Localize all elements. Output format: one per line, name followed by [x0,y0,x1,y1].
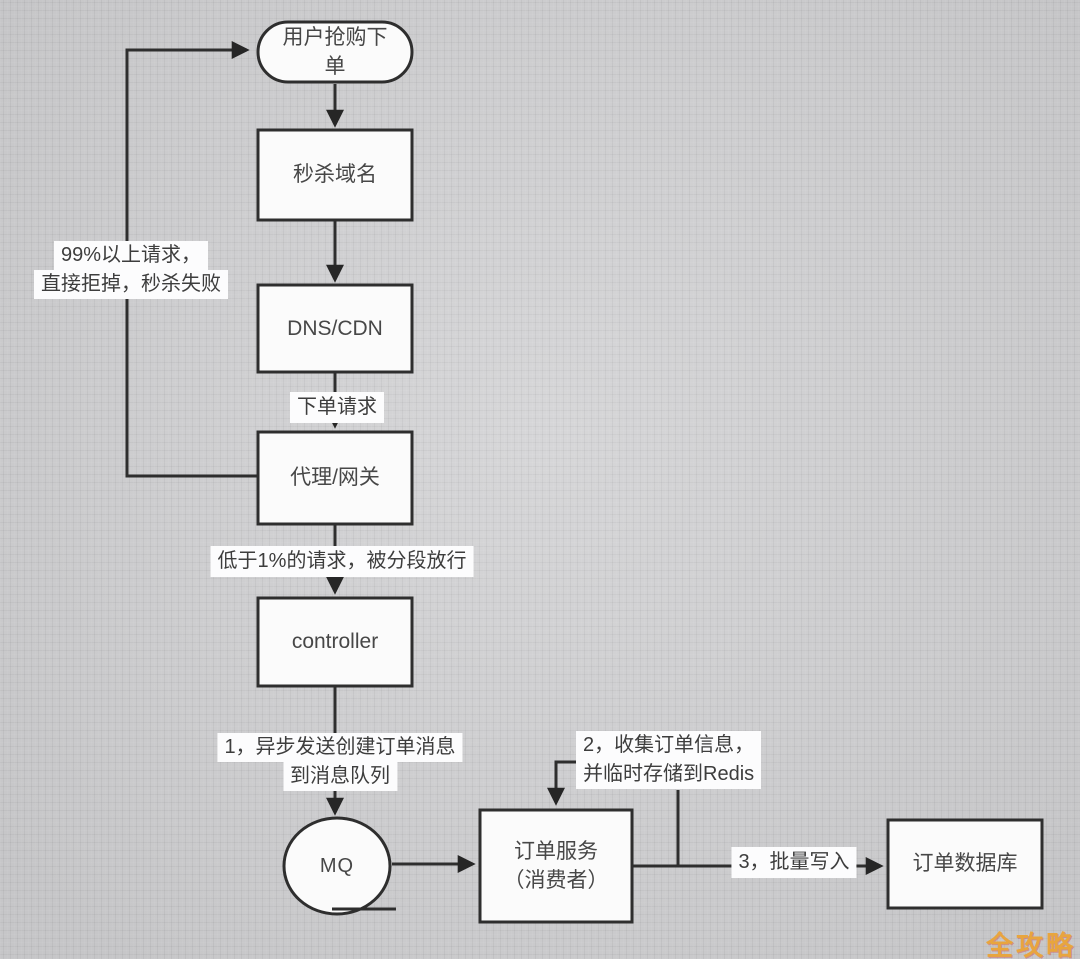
node-order-service-label-line1: 订单服务 [514,839,598,863]
node-proxy-gateway-shape [256,430,414,526]
node-mq: MQ [285,818,389,914]
edge-label-step1-line1: 1，异步发送创建订单消息 [217,733,463,762]
edge-label-reject-line1: 99%以上请求， [53,241,209,270]
edge-label-reject-line2: 直接拒掉，秒杀失败 [34,270,228,299]
node-dns-cdn-label: DNS/CDN [287,316,383,340]
edge-label-step1: 1，异步发送创建订单消息 到消息队列 [217,733,463,791]
node-mq-shape [282,816,392,916]
node-seckill-domain-label: 秒杀域名 [293,163,377,187]
edge-label-reject: 99%以上请求， 直接拒掉，秒杀失败 [34,241,228,299]
node-controller-label: controller [291,630,379,654]
edge-step2-into-service [547,760,580,806]
edge-label-step2: 2，收集订单信息， 并临时存储到Redis [576,731,762,789]
node-controller: controller [258,598,412,686]
node-dns-cdn: DNS/CDN [258,285,412,372]
node-mq-label: MQ [319,855,355,877]
edge-label-step3: 3，批量写入 [731,847,857,878]
edge-label-step2-line1: 2，收集订单信息， [576,731,762,760]
edge-label-pass-through: 低于1%的请求，被分段放行 [210,546,474,577]
node-order-db: 订单数据库 [888,820,1042,908]
edge-label-step1-line2: 到消息队列 [283,762,397,791]
node-seckill-domain: 秒杀域名 [258,130,412,220]
node-controller-shape [256,596,414,688]
node-proxy-gateway-label: 代理/网关 [290,466,380,490]
node-dns-cdn-shape [256,283,414,374]
edge-label-order-request: 下单请求 [290,392,384,423]
node-user-order-shape [256,20,414,84]
watermark-text: 全攻略 [986,931,1076,961]
node-seckill-domain-shape [256,128,414,222]
node-user-order: 用户抢购下单 [258,22,412,82]
node-order-service-shape [478,808,634,924]
node-order-service-label-line2: （消费者） [503,869,609,892]
node-order-service: 订单服务 （消费者） [480,810,632,922]
node-user-order-label: 用户抢购下单 [282,25,388,78]
edge-label-step2-line2: 并临时存储到Redis [576,760,762,789]
node-order-db-shape [886,818,1044,910]
node-proxy-gateway: 代理/网关 [258,432,412,524]
node-order-db-label: 订单数据库 [912,852,1018,876]
